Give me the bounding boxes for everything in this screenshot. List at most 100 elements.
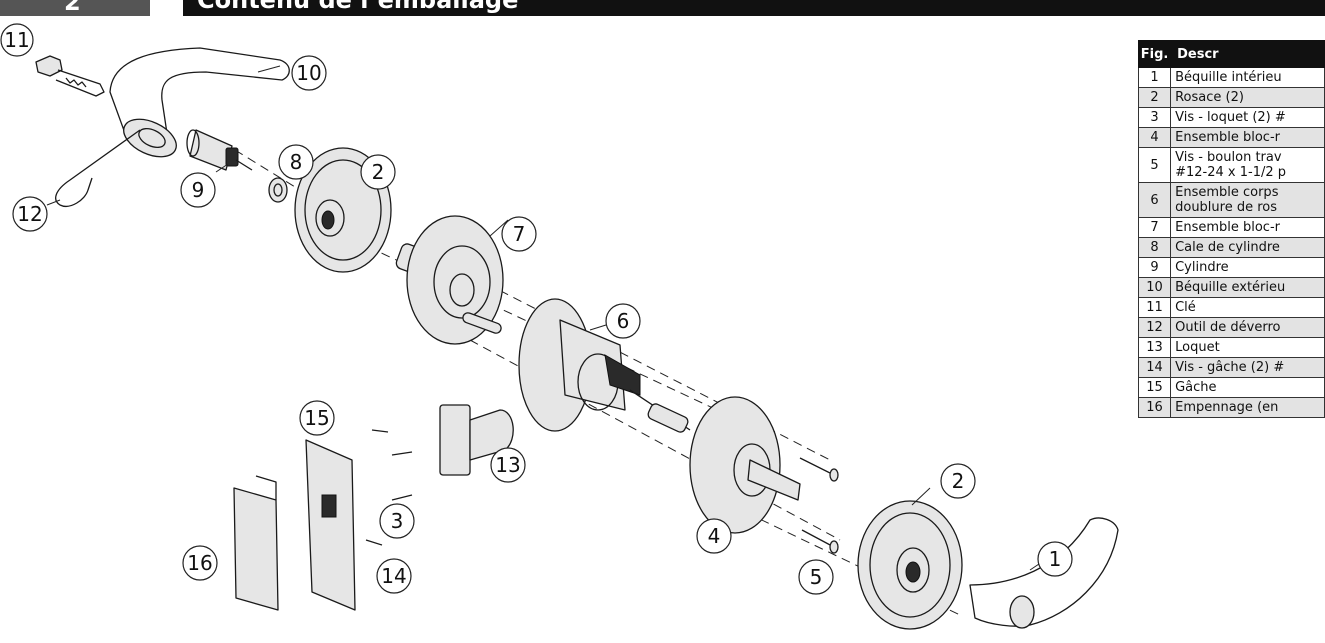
callout-15: 15: [299, 400, 335, 436]
row-desc: Clé: [1170, 297, 1325, 318]
svg-text:7: 7: [513, 222, 526, 246]
callout-2-upper: 2: [360, 154, 396, 190]
through-bolt-screws-part: [799, 457, 839, 554]
exploded-lock-diagram: 11 10 8 2 9 12 7 6 15 13 3 2 4 5 1 14 16: [0, 23, 1119, 630]
svg-text:6: 6: [617, 309, 630, 333]
inside-lever-part: [969, 517, 1119, 629]
cylinder-shim-part: [268, 177, 288, 203]
svg-text:11: 11: [4, 28, 29, 52]
row-fig: 13: [1137, 337, 1172, 358]
outside-chassis-part: [395, 215, 504, 345]
section-number-badge: 2: [0, 0, 150, 16]
row-desc: Ensemble bloc-r: [1170, 217, 1325, 238]
inside-chassis-part: [689, 396, 801, 534]
row-fig: 15: [1137, 377, 1172, 398]
lock-body-part: [518, 298, 691, 433]
section-number: 2: [64, 0, 81, 16]
row-desc: Ensemble corps doublure de ros: [1170, 182, 1325, 218]
row-desc: Empennage (en: [1170, 397, 1325, 418]
row-fig: 6: [1137, 182, 1172, 218]
svg-text:16: 16: [187, 551, 212, 575]
row-desc: Ensemble bloc-r: [1170, 127, 1325, 148]
svg-text:8: 8: [290, 150, 303, 174]
callout-5: 5: [798, 559, 834, 595]
callout-7: 7: [501, 216, 537, 252]
table-header-row: Fig. Descr: [1137, 40, 1325, 68]
row-fig: 14: [1137, 357, 1172, 378]
section-title: Contenu de l’emballage: [197, 0, 519, 14]
row-fig: 1: [1137, 67, 1172, 88]
outside-lever-part: [109, 47, 290, 158]
row-fig: 9: [1137, 257, 1172, 278]
row-fig: 4: [1137, 127, 1172, 148]
svg-text:14: 14: [381, 564, 406, 588]
key-part: [35, 55, 105, 97]
svg-text:3: 3: [391, 509, 404, 533]
section-header: Contenu de l’emballage: [183, 0, 1325, 16]
callout-1: 1: [1037, 541, 1073, 577]
row-desc: Vis - gâche (2) #: [1170, 357, 1325, 378]
row-desc: Cylindre: [1170, 257, 1325, 278]
row-desc: Outil de déverro: [1170, 317, 1325, 338]
col-header-description: Descr: [1170, 40, 1325, 68]
callout-14: 14: [376, 558, 412, 594]
row-fig: 16: [1137, 397, 1172, 418]
callout-16: 16: [182, 545, 218, 581]
row-desc: Rosace (2): [1170, 87, 1325, 108]
row-fig: 11: [1137, 297, 1172, 318]
row-fig: 10: [1137, 277, 1172, 298]
row-fig: 8: [1137, 237, 1172, 258]
svg-text:15: 15: [304, 406, 329, 430]
rose-lower-part: [857, 500, 963, 630]
row-desc: Vis - boulon trav #12-24 x 1-1/2 p: [1170, 147, 1325, 183]
svg-text:13: 13: [495, 453, 520, 477]
svg-text:2: 2: [372, 160, 385, 184]
row-desc: Béquille intérieu: [1170, 67, 1325, 88]
row-fig: 3: [1137, 107, 1172, 128]
row-fig: 2: [1137, 87, 1172, 108]
row-fig: 5: [1137, 147, 1172, 183]
row-fig: 7: [1137, 217, 1172, 238]
svg-text:1: 1: [1049, 547, 1062, 571]
callout-12: 12: [12, 196, 48, 232]
callout-6: 6: [605, 303, 641, 339]
removal-tool-part: [55, 129, 141, 207]
callout-13: 13: [490, 447, 526, 483]
svg-text:9: 9: [192, 178, 205, 202]
svg-text:12: 12: [17, 202, 42, 226]
callout-2-lower: 2: [940, 463, 976, 499]
strike-part: [305, 439, 383, 611]
col-header-fig: Fig.: [1137, 40, 1172, 68]
dust-box-part: [233, 475, 279, 611]
svg-text:5: 5: [810, 565, 823, 589]
callout-4: 4: [696, 518, 732, 554]
svg-text:10: 10: [296, 61, 321, 85]
svg-text:4: 4: [708, 524, 721, 548]
cylinder-part: [186, 129, 253, 171]
row-desc: Cale de cylindre: [1170, 237, 1325, 258]
row-desc: Béquille extérieu: [1170, 277, 1325, 298]
callout-3: 3: [379, 503, 415, 539]
callout-9: 9: [180, 172, 216, 208]
row-fig: 12: [1137, 317, 1172, 338]
row-desc: Vis - loquet (2) #: [1170, 107, 1325, 128]
callout-11: 11: [0, 23, 34, 57]
latch-part: [371, 404, 514, 501]
